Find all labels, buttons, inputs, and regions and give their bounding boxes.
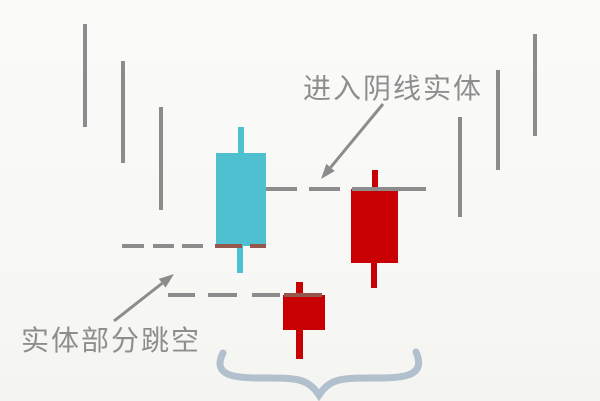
- gap-level-upper-dash: [153, 244, 174, 248]
- context-wick: [458, 117, 462, 217]
- yin-candle-upper-wick: [238, 127, 244, 155]
- arrow-body-gap-line: [113, 282, 164, 323]
- yang-candle-small-body: [283, 295, 325, 330]
- gap-level-lower-dash: [252, 293, 280, 297]
- yang-candle-right-body: [351, 189, 398, 263]
- yin-candle-lower-wick: [237, 245, 243, 273]
- yin-body-entry-level-dash: [309, 187, 340, 191]
- yin-candle-body: [216, 153, 266, 246]
- context-wick: [533, 34, 537, 136]
- label-enter-yin-body: 进入阴线实体: [303, 72, 484, 105]
- yin-body-entry-level-dash: [266, 187, 297, 191]
- context-wick: [496, 70, 500, 170]
- context-wick: [159, 107, 163, 210]
- arrow-body-gap-head: [158, 274, 174, 288]
- arrow-enter-yin-body-line: [329, 103, 385, 169]
- gap-level-upper-dash: [122, 244, 144, 248]
- gap-level-lower-dash: [284, 293, 322, 297]
- yin-body-entry-level-dash: [352, 187, 426, 191]
- yang-candle-right-upper-wick: [372, 170, 378, 190]
- yang-candle-small-lower-wick: [296, 330, 303, 359]
- gap-level-lower-dash: [208, 293, 237, 297]
- context-wick: [83, 24, 87, 127]
- label-body-gap: 实体部分跳空: [21, 324, 202, 357]
- gap-level-lower-dash: [168, 293, 195, 297]
- arrow-enter-yin-body-head: [321, 163, 335, 179]
- yang-candle-right-lower-wick: [371, 263, 377, 288]
- yang-candle-small-upper-wick: [296, 282, 303, 296]
- gap-level-upper-dash: [215, 244, 242, 248]
- gap-level-upper-dash: [182, 244, 203, 248]
- context-wick: [121, 61, 125, 163]
- gap-level-upper-dash: [250, 244, 266, 248]
- group-brace: [216, 348, 422, 401]
